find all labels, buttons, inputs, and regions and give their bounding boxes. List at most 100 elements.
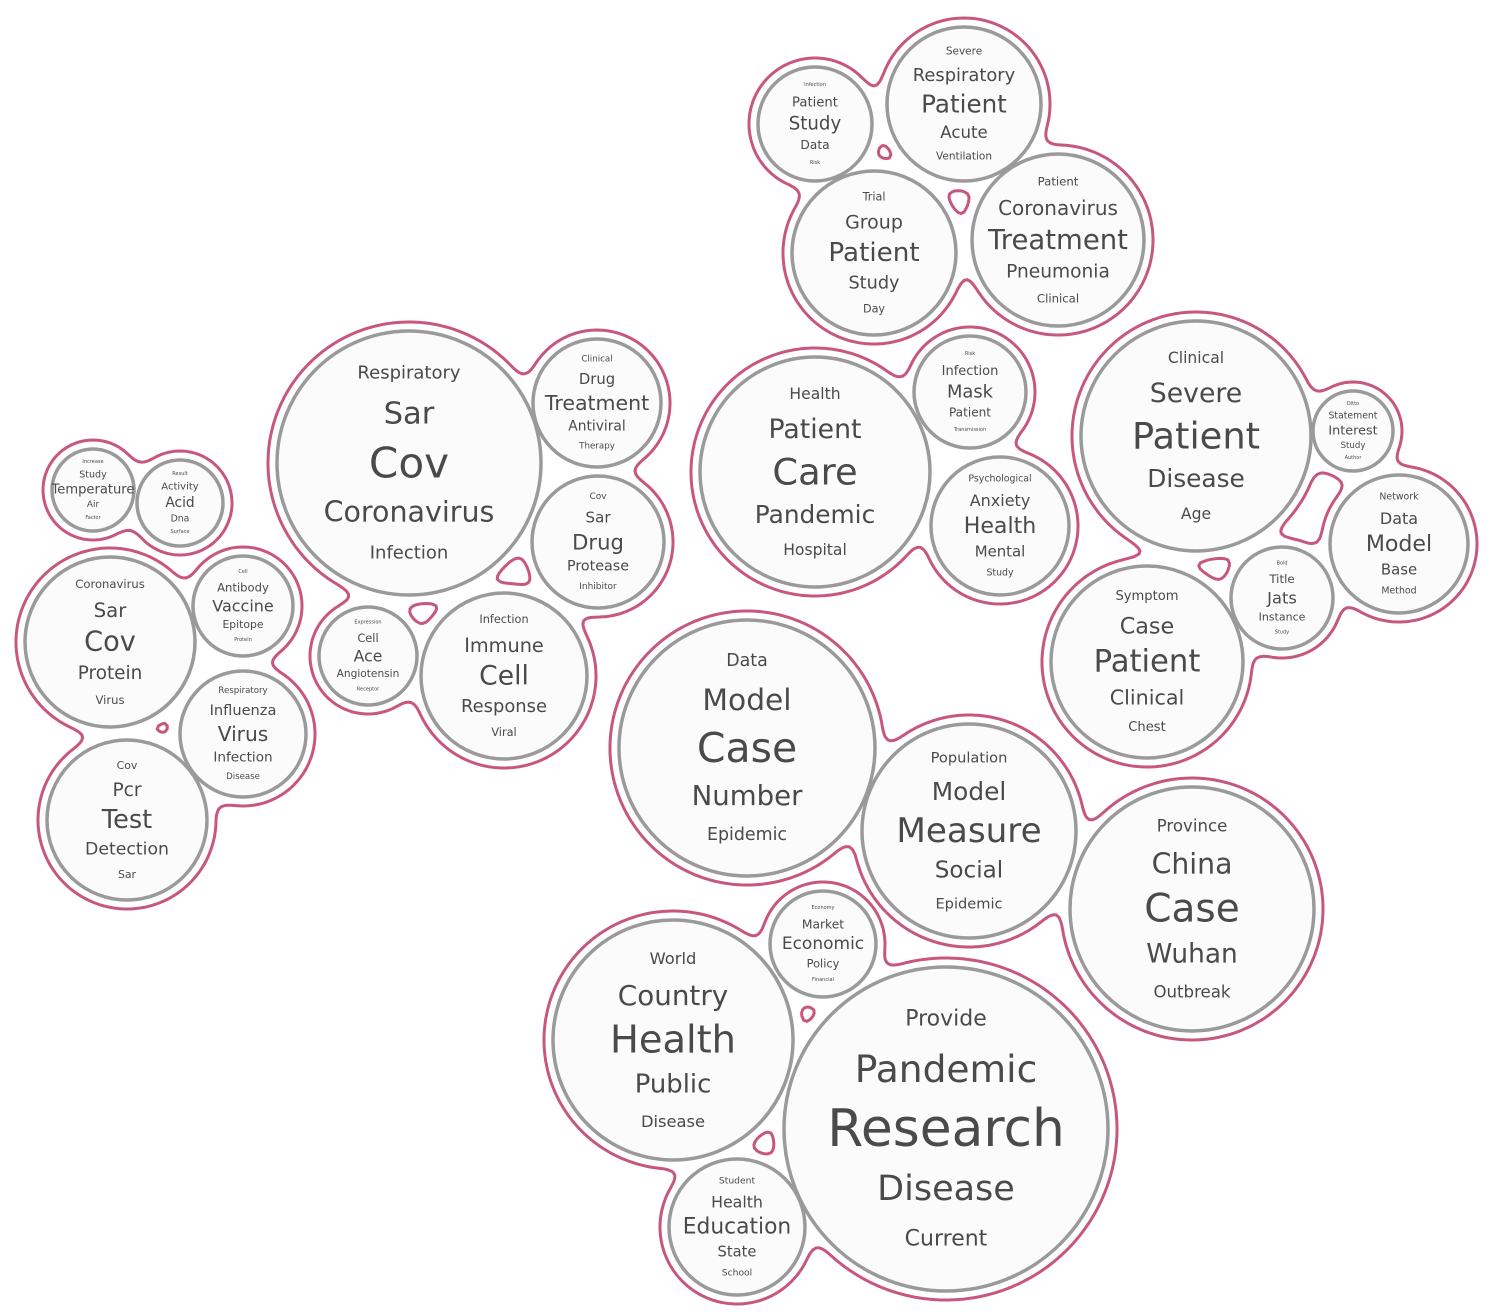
topic-word: Model [702,683,791,718]
topic-word: Case [1120,613,1175,639]
topic-word: Respiratory [913,65,1016,86]
topic-bubble[interactable]: PatientCoronavirusTreatmentPneumoniaClin… [970,152,1146,328]
topic-word: Chest [1128,720,1165,735]
topic-word: Clinical [1168,349,1224,367]
topic-word: Network [1379,492,1419,503]
topic-word: Coronavirus [998,196,1118,220]
topic-word: Infection [942,364,999,379]
topic-word: Wuhan [1146,939,1238,970]
topic-word: Study [1275,630,1289,636]
topic-circle [1068,785,1316,1033]
topic-word: Therapy [578,442,615,452]
topic-circle [530,474,666,610]
topic-word: Care [772,451,857,494]
topic-word: Antiviral [568,419,625,435]
topic-word: Economy [811,905,834,911]
topic-circle [790,169,958,337]
topic-circle [1049,564,1245,760]
topic-word: Risk [810,160,820,166]
topic-circle [1229,545,1335,651]
topic-word: Protein [234,637,252,643]
topic-word: Surface [170,529,189,535]
topic-word: Cov [369,439,449,488]
topic-word: Instance [1259,610,1306,623]
topic-bubble[interactable]: RespiratoryInfluenzaVirusInfectionDiseas… [178,669,308,799]
topic-word: Study [1341,441,1366,451]
topic-circle [860,722,1078,940]
topic-word: Economic [782,934,864,954]
topic-word: Provide [905,1006,987,1031]
topic-circle [912,334,1028,450]
topic-word: Test [101,805,152,835]
topic-circle [1328,473,1470,615]
topic-word: Patient [769,414,862,445]
topic-circle [135,458,225,548]
topic-word: Case [1144,887,1239,932]
topic-word: Health [711,1192,763,1211]
cluster-outline [41,438,234,557]
topic-word: Angiotensin [337,668,400,680]
topic-word: Jats [1266,589,1297,608]
topic-word: Age [1181,505,1211,523]
topic-word: Infection [479,613,528,626]
topic-word: Clinical [1110,686,1185,710]
topic-circle [756,65,874,183]
topic-word: Education [683,1215,792,1240]
topic-word: Health [964,513,1037,539]
topic-word: Disease [1147,464,1245,493]
topic-circle [419,591,589,761]
topic-word: Outbreak [1153,982,1230,1001]
cluster-outlines [14,16,1479,1306]
topic-word: Patient [1132,415,1260,458]
topic-word: Policy [807,957,840,971]
topic-word: Virus [95,693,124,707]
topic-word: Protein [78,663,142,684]
topic-circle [698,355,932,589]
topic-word: Population [931,750,1008,767]
topic-circle [317,605,419,707]
topic-word: Dna [171,513,190,524]
topic-word: Cov [84,627,136,658]
topic-word: Air [87,500,100,510]
topic-word: Financial [812,977,834,983]
topic-word: Infection [804,82,826,88]
topic-circle [178,669,308,799]
topic-word: Mask [947,382,994,403]
topic-circle [551,918,795,1162]
topic-word: Epidemic [935,895,1002,912]
topic-word: Symptom [1115,589,1178,604]
topic-word: Data [1380,509,1418,528]
topic-word: Sar [585,509,611,527]
topic-word: China [1152,847,1233,880]
topic-word: Coronavirus [324,495,495,528]
topic-word: Drug [579,371,615,388]
